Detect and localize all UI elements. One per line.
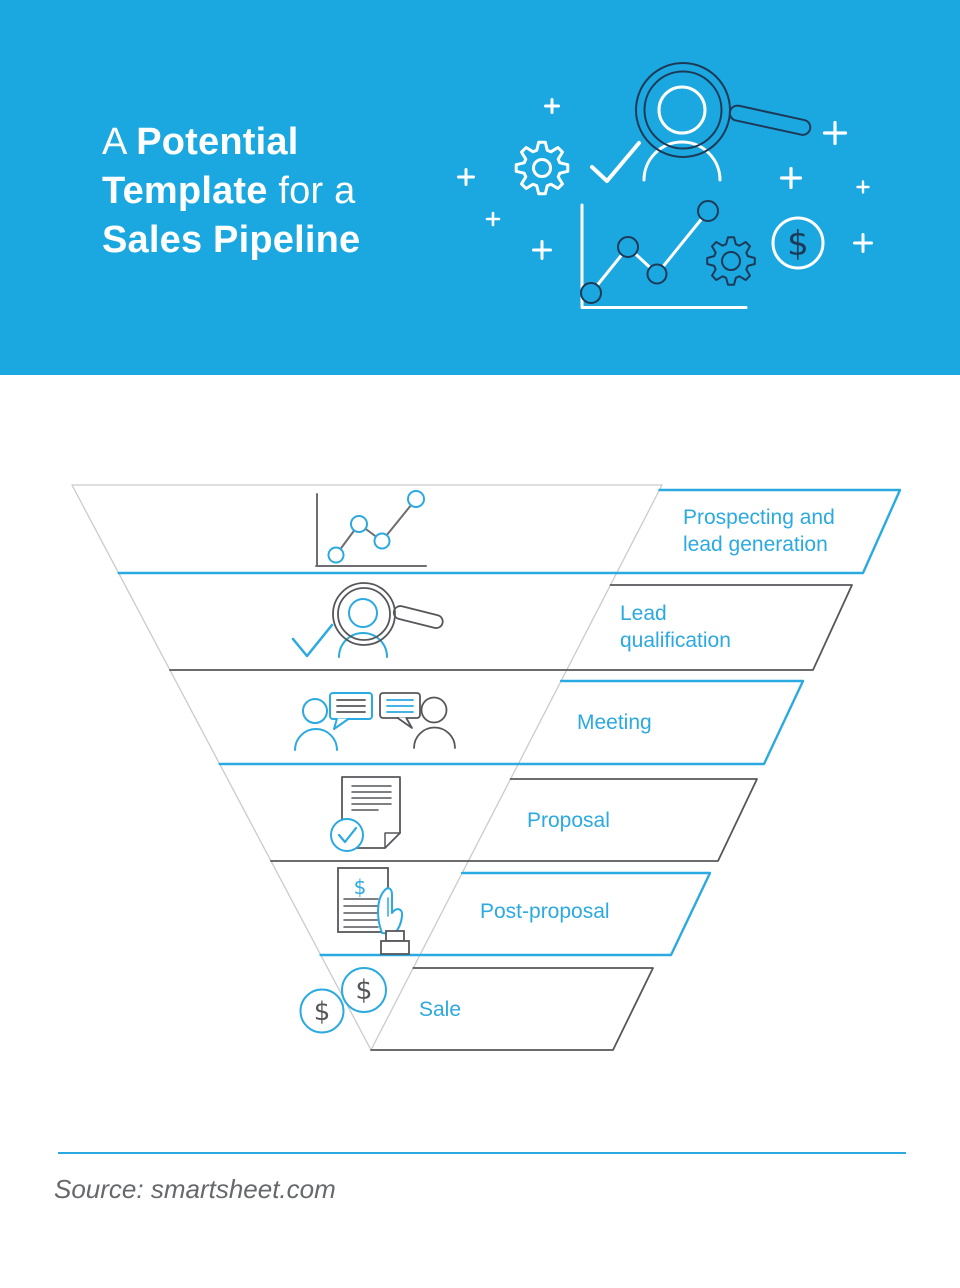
title-word-sales-pipeline: Sales Pipeline	[102, 219, 361, 261]
stage-row-proposal	[270, 778, 758, 862]
line-chart-icon	[315, 490, 427, 567]
checkmark-icon	[291, 623, 334, 658]
title-word-potential: Potential	[136, 121, 299, 163]
stage-row-sale	[370, 967, 654, 1051]
plus-icon	[853, 233, 873, 253]
bubble-tail	[396, 716, 413, 729]
document-lines	[351, 785, 392, 811]
stage-row-meeting	[218, 679, 805, 766]
plus-icon	[485, 211, 501, 227]
person-shoulders	[642, 140, 722, 182]
source-text: Source: smartsheet.com	[54, 1174, 336, 1204]
title-word-a: A	[102, 121, 126, 163]
title-line-3: Sales Pipeline	[102, 216, 360, 265]
stage-row-prospecting	[117, 488, 902, 575]
bubble-text-lines	[386, 699, 414, 713]
dollar-glyph: $	[354, 875, 367, 899]
plus-icon	[822, 120, 848, 146]
plus-icon	[544, 98, 560, 114]
stage-row-post-proposal	[319, 871, 712, 957]
chart-line	[335, 498, 417, 556]
proposal-icon	[330, 776, 401, 852]
checkmark-icon	[337, 826, 358, 844]
magnifier-person-icon	[635, 62, 812, 182]
chart-line	[589, 209, 710, 295]
stage-row-lead-qualification	[169, 584, 853, 671]
checkmark-icon	[590, 141, 641, 183]
header-illustration: $	[457, 62, 873, 309]
check-circle	[330, 818, 364, 852]
person-shoulders	[338, 632, 388, 658]
funnel-diagram: $ $ $	[71, 484, 902, 1051]
stage-label-post-proposal: Post-proposal	[480, 900, 610, 923]
stage-label-prospecting: Prospecting and lead generation	[683, 506, 835, 556]
dollar-glyph: $	[787, 224, 809, 264]
source-divider	[58, 1152, 906, 1154]
dollar-glyph: $	[314, 997, 331, 1027]
gear-icon-white	[514, 140, 570, 196]
magnifier-handle	[728, 104, 812, 136]
person-head	[657, 85, 707, 135]
post-proposal-icon: $	[337, 867, 410, 955]
plus-icon	[856, 180, 870, 194]
funnel-outline	[71, 484, 663, 1051]
plus-icon	[532, 240, 552, 260]
magnifier-handle	[392, 605, 444, 629]
title-word-for-a: for a	[278, 170, 356, 212]
plus-icon	[457, 168, 475, 186]
sale-coins-icon: $ $	[299, 967, 387, 1034]
document-lines	[343, 898, 379, 928]
person-head	[348, 598, 378, 628]
stage-label-sale: Sale	[419, 998, 462, 1021]
coin	[341, 967, 387, 1013]
title-line-2: Template for a	[102, 167, 360, 216]
line-chart-header-icon	[580, 200, 748, 309]
document-fold	[384, 832, 401, 849]
plus-icon	[779, 166, 803, 190]
title-line-1: A Potential	[102, 118, 360, 167]
header-banner: A Potential Template for a Sales Pipelin…	[0, 0, 960, 375]
dollar-coin-icon: $	[771, 216, 825, 270]
plus-icons	[457, 98, 873, 260]
bubble-tail	[333, 717, 350, 730]
lead-qualification-icon	[291, 582, 444, 658]
meeting-icon	[294, 692, 456, 751]
coin	[299, 988, 345, 1034]
chart-axes	[315, 493, 427, 567]
stage-label-proposal: Proposal	[527, 809, 610, 832]
hand	[377, 887, 404, 935]
title-word-template: Template	[102, 170, 268, 212]
dollar-glyph: $	[355, 975, 372, 1006]
stage-label-lead-qualification: Lead qualification	[620, 602, 731, 652]
cuff-top	[385, 930, 405, 942]
gear-icon-navy	[706, 236, 756, 286]
chart-axes	[580, 203, 748, 309]
bubble-text-lines	[336, 699, 366, 713]
page-title: A Potential Template for a Sales Pipelin…	[102, 118, 360, 265]
stage-label-meeting: Meeting	[577, 711, 652, 734]
cuff-base	[380, 940, 410, 955]
